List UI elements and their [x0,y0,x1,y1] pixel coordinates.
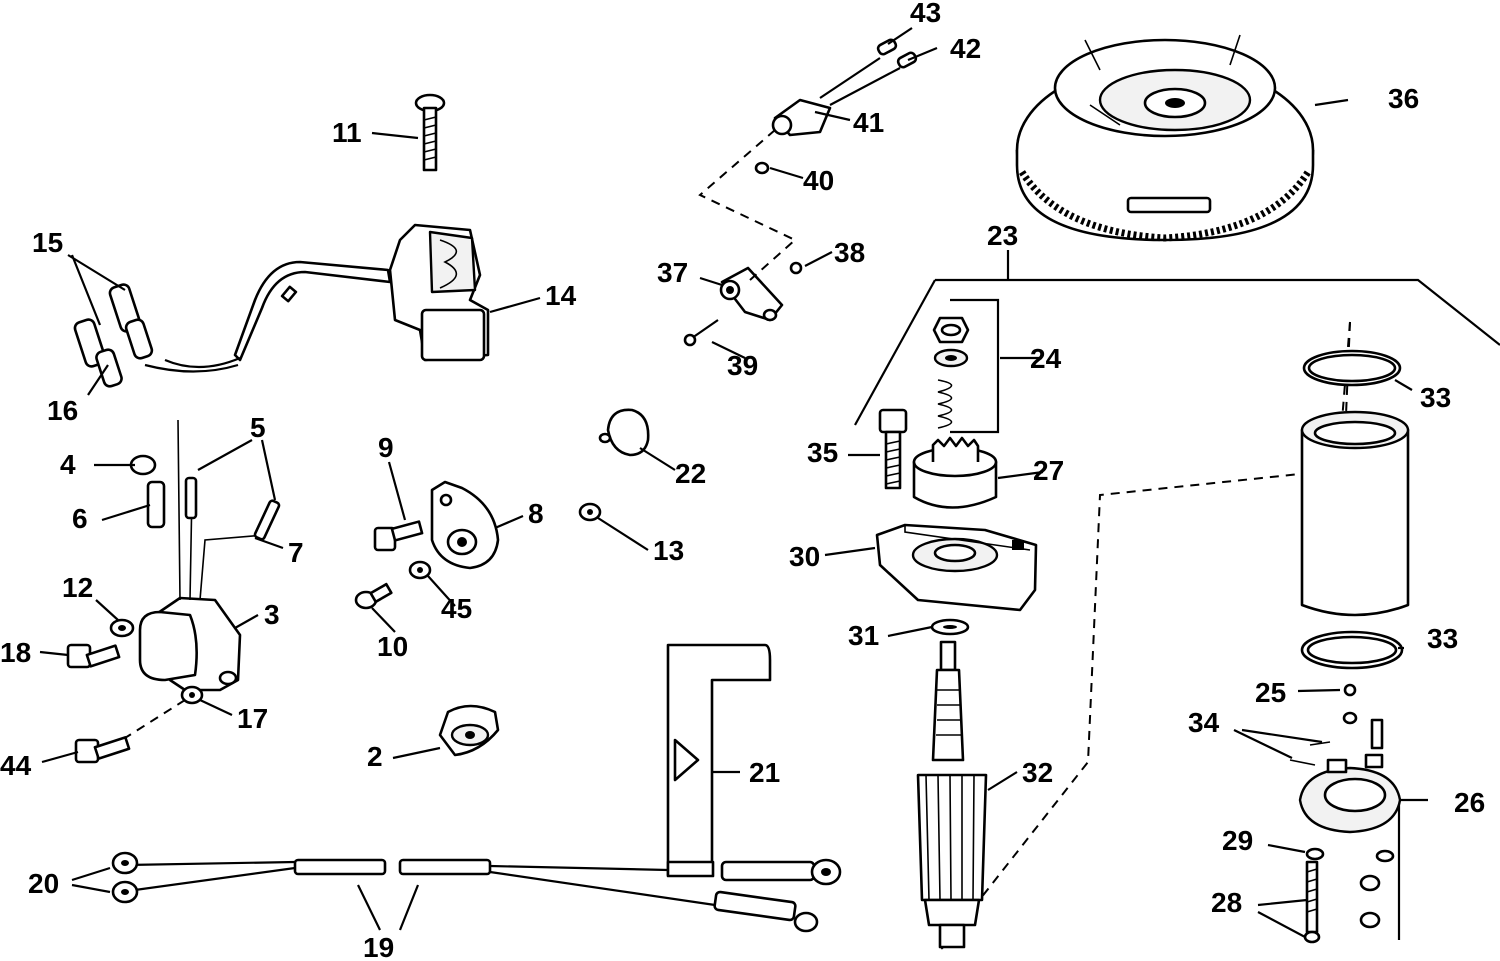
label-26: 26 [1454,787,1485,818]
label-28: 28 [1211,887,1242,918]
nut-38 [789,261,803,275]
label-39: 39 [727,350,758,381]
label-4: 4 [60,449,76,480]
starter-pinion-gear [912,436,998,509]
dashed-leader-41-38 [698,129,797,281]
label-5: 5 [250,412,266,443]
screw-40 [754,161,770,175]
label-22: 22 [675,458,706,489]
label-23: 23 [987,220,1018,251]
leads-15-16 [73,283,241,388]
bolt-18 [66,643,121,669]
starter-housing [1300,349,1410,670]
clamp-37 [719,266,784,322]
bracket-8 [430,480,500,570]
label-15: 15 [32,227,63,258]
label-19: 19 [363,932,394,961]
clip-2 [438,704,500,757]
label-38: 38 [834,237,865,268]
label-31: 31 [848,620,879,651]
decal-21 [666,643,772,877]
label-24: 24 [1030,343,1062,374]
label-40: 40 [803,165,834,196]
clip-22 [598,408,650,457]
rectifier-3 [129,419,281,692]
label-18: 18 [0,637,31,668]
label-42: 42 [950,33,981,64]
label-34: 34 [1188,707,1220,738]
lockwasher-13 [578,502,602,522]
screw-39 [683,319,719,347]
cable-19-20 [111,851,842,933]
starter-end-cap [1289,683,1402,944]
starter-armature [916,640,988,949]
label-8: 8 [528,498,544,529]
label-12: 12 [62,572,93,603]
starter-bolt [878,408,908,490]
washer-17 [180,685,204,705]
label-37: 37 [657,257,688,288]
screw-11 [414,93,446,172]
label-27: 27 [1033,455,1064,486]
label-25: 25 [1255,677,1286,708]
label-21: 21 [749,757,780,788]
bolt-44 [74,736,131,764]
lockwasher-45 [408,560,432,580]
label-30: 30 [789,541,820,572]
leader-lines [39,27,1413,938]
washer-12 [109,618,135,638]
label-14: 14 [545,280,577,311]
label-36: 36 [1388,83,1419,114]
screw-10 [354,582,393,610]
label-33-top: 33 [1420,382,1451,413]
label-29: 29 [1222,825,1253,856]
label-43: 43 [910,0,941,28]
label-7: 7 [288,537,304,568]
ignition-coil-14 [233,223,490,362]
label-33-bottom: 33 [1427,623,1458,654]
bolt-9 [373,520,424,552]
dashed-leader-17-44 [124,699,186,739]
label-35: 35 [807,437,838,468]
wiring-connector-42-43 [771,38,918,137]
label-10: 10 [377,631,408,662]
label-41: 41 [853,107,884,138]
label-44: 44 [0,750,32,781]
label-20: 20 [28,868,59,899]
label-17: 17 [237,703,268,734]
label-16: 16 [47,395,78,426]
starter-top-cap [875,523,1038,612]
label-3: 3 [264,599,280,630]
starter-nut-washer-spring [932,316,970,429]
label-2: 2 [367,741,383,772]
label-6: 6 [72,503,88,534]
label-9: 9 [378,432,394,463]
starter-thrust-washer [930,618,970,636]
label-32: 32 [1022,757,1053,788]
label-13: 13 [653,535,684,566]
flywheel [1015,34,1315,242]
label-45: 45 [441,593,472,624]
label-11: 11 [332,117,362,148]
